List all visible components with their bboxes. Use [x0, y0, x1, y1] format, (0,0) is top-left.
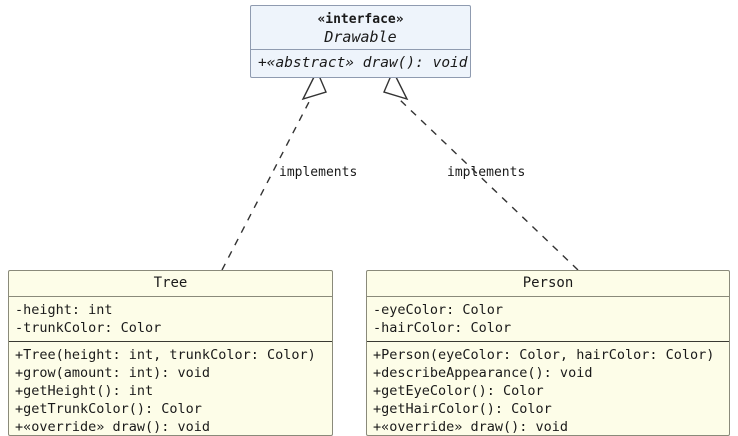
- class-attributes-section-tree: -height: int -trunkColor: Color: [9, 297, 332, 342]
- class-methods-section-tree: +Tree(height: int, trunkColor: Color) +g…: [9, 342, 332, 435]
- class-attributes-section-person: -eyeColor: Color -hairColor: Color: [367, 297, 729, 342]
- method-line: +Person(eyeColor: Color, hairColor: Colo…: [373, 347, 715, 363]
- method-line: +getEyeColor(): Color: [373, 383, 544, 399]
- method-line: +describeAppearance(): void: [373, 365, 593, 381]
- class-header-person: Person: [367, 271, 729, 297]
- interface-box-drawable[interactable]: «interface» Drawable +«abstract» draw():…: [250, 5, 471, 78]
- method-line: +getTrunkColor(): Color: [15, 401, 202, 417]
- attribute-line: -hairColor: Color: [373, 320, 512, 336]
- method-line: +grow(amount: int): void: [15, 365, 211, 381]
- interface-name: Drawable: [324, 28, 397, 46]
- relationship-label-implements-tree: implements: [279, 165, 358, 180]
- method-line: +getHairColor(): Color: [373, 401, 552, 417]
- class-name: Tree: [153, 275, 188, 291]
- implements-line-tree: [221, 99, 311, 271]
- relationship-label-implements-person: implements: [447, 165, 526, 180]
- interface-stereotype: «interface»: [317, 12, 404, 27]
- class-box-tree[interactable]: Tree -height: int -trunkColor: Color +Tr…: [8, 270, 333, 436]
- method-line: +«abstract» draw(): void: [258, 55, 468, 71]
- interface-methods-section: +«abstract» draw(): void: [251, 50, 470, 77]
- method-line: +«override» draw(): void: [15, 419, 211, 435]
- attribute-line: -trunkColor: Color: [15, 320, 162, 336]
- attribute-line: -height: int: [15, 302, 113, 318]
- class-header-tree: Tree: [9, 271, 332, 297]
- method-line: +«override» draw(): void: [373, 419, 569, 435]
- class-name: Person: [522, 275, 574, 291]
- method-line: +getHeight(): int: [15, 383, 154, 399]
- attribute-line: -eyeColor: Color: [373, 302, 504, 318]
- class-box-person[interactable]: Person -eyeColor: Color -hairColor: Colo…: [366, 270, 730, 436]
- interface-header: «interface» Drawable: [251, 6, 470, 50]
- implements-line-person: [399, 99, 579, 271]
- class-methods-section-person: +Person(eyeColor: Color, hairColor: Colo…: [367, 342, 729, 435]
- method-line: +Tree(height: int, trunkColor: Color): [15, 347, 316, 363]
